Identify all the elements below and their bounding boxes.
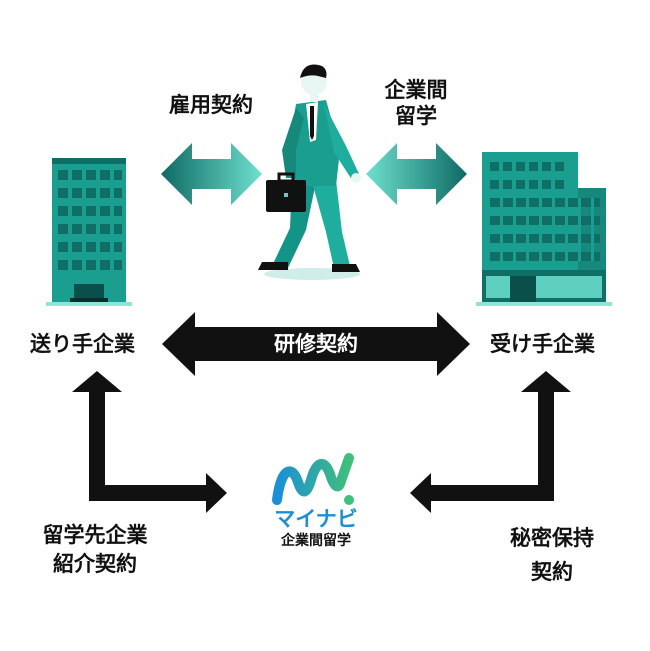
employment-contract-label: 雇用契約 xyxy=(169,93,253,117)
referral-contract-label: 留学先企業 紹介契約 xyxy=(20,521,170,580)
intercompany-study-arrow xyxy=(366,143,467,205)
mynavi-logo-mark xyxy=(272,453,354,505)
referral-contract-line1: 留学先企業 xyxy=(42,523,148,547)
referral-contract-arrow xyxy=(72,371,227,513)
nda-contract-arrow xyxy=(410,371,571,513)
mynavi-sub-text: 企業間留学 xyxy=(281,533,351,549)
nda-contract-line2: 契約 xyxy=(531,559,573,584)
sending-company-label: 送り手企業 xyxy=(30,332,135,356)
training-contract-arrow xyxy=(162,312,470,376)
intercompany-study-line1: 企業間 xyxy=(384,78,448,102)
intercompany-study-label: 企業間 留学 xyxy=(366,77,466,130)
receiving-company-building xyxy=(476,152,612,306)
training-contract-label: 研修契約 xyxy=(274,332,358,356)
employment-contract-arrow xyxy=(161,143,262,205)
mynavi-brand-text: マイナビ xyxy=(274,507,358,531)
receiving-company-label: 受け手企業 xyxy=(490,332,595,356)
referral-contract-line2: 紹介契約 xyxy=(53,552,137,577)
nda-contract-line1: 秘密保持 xyxy=(510,526,594,550)
sending-company-building xyxy=(46,158,132,306)
nda-contract-label: 秘密保持 契約 xyxy=(482,522,622,589)
businessman-figure xyxy=(258,64,361,280)
intercompany-study-line2: 留学 xyxy=(395,104,437,129)
